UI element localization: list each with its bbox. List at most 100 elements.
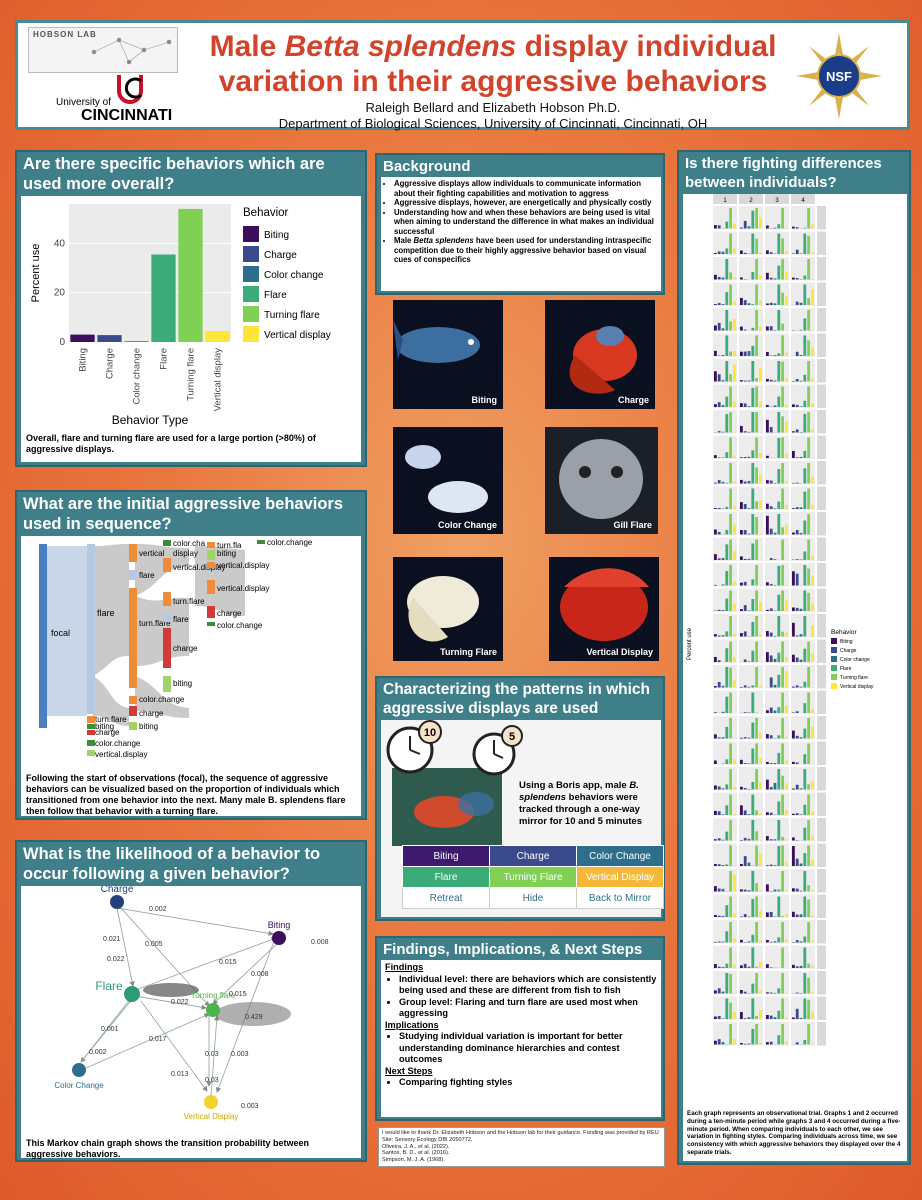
facet-bar — [777, 1010, 781, 1019]
facet-bar — [721, 610, 725, 611]
facet-bar — [777, 412, 781, 433]
panel1-caption: Overall, flare and turning flare are use… — [26, 433, 316, 454]
facet-bar — [759, 474, 762, 484]
facet-bar — [803, 233, 807, 254]
facet-cell — [739, 818, 763, 842]
x-tick-label: Vertical display — [213, 348, 224, 412]
facet-bar — [743, 504, 747, 509]
sankey-diagram: focal flare turn.flare biting charge col… — [39, 538, 313, 759]
facet-row-strip — [817, 639, 826, 663]
facet-cell — [739, 690, 763, 714]
facet-bar — [785, 736, 788, 739]
facet-bar — [751, 233, 755, 254]
background-bullet: Male Betta splendens have been used for … — [394, 236, 658, 265]
finding-item: Individual level: there are behaviors wh… — [399, 974, 657, 997]
panel1-title: Are there specific behaviors which are u… — [23, 155, 325, 193]
facet-bar — [747, 814, 751, 815]
facet-bar — [725, 973, 729, 994]
node-charge: Charge — [101, 886, 134, 895]
panel-background: Background Aggressive displays allow ind… — [375, 153, 665, 295]
facet-bar — [755, 412, 758, 433]
facet-bar — [769, 655, 773, 662]
facet-bar — [766, 865, 769, 866]
facet-bar — [785, 862, 788, 866]
facet-bar — [729, 1024, 732, 1045]
facet-bar — [747, 351, 751, 356]
facet-bar — [717, 322, 721, 331]
facet-bar — [740, 479, 743, 484]
facet-bar — [803, 335, 807, 356]
facet-bar — [807, 743, 810, 764]
facet-bar — [751, 412, 755, 433]
facet-bar — [751, 1028, 755, 1045]
facet-cell — [765, 971, 789, 995]
photo-label: Gill Flare — [613, 520, 652, 530]
facet-bar — [747, 1043, 751, 1045]
svg-text:0.022: 0.022 — [107, 956, 125, 963]
facet-bar — [755, 501, 758, 509]
facet-bar — [725, 805, 729, 815]
facet-bar — [781, 922, 784, 943]
facet-bar — [807, 412, 810, 433]
facet-bar — [721, 991, 725, 994]
facet-bar — [807, 259, 810, 280]
facet-bar — [714, 686, 717, 688]
facet-bar — [725, 667, 729, 688]
facet-bar — [743, 889, 747, 892]
facet-bar — [725, 726, 729, 739]
photo-turning-flare: Turning Flare — [393, 557, 503, 661]
facet-bar — [755, 590, 758, 611]
facet-bar — [807, 922, 810, 943]
facet-row-strip — [817, 614, 826, 638]
facet-bar — [795, 784, 799, 790]
facet-bar — [781, 527, 784, 535]
facet-bar — [743, 856, 747, 866]
facet-bar — [799, 302, 803, 305]
facet-bar — [777, 310, 781, 331]
panel4-title: Background — [383, 158, 471, 175]
svg-text:0.022: 0.022 — [171, 999, 189, 1006]
facet-bar — [777, 1035, 781, 1045]
facet-bar — [714, 964, 717, 968]
facet-bar — [725, 598, 729, 611]
facet-bar — [733, 401, 736, 407]
facet-bar — [811, 890, 814, 892]
sankey-flows — [45, 544, 245, 726]
facet-header — [765, 194, 789, 204]
facet-bar — [785, 992, 788, 994]
facet-bar — [729, 590, 732, 611]
facet-bar — [714, 634, 717, 637]
reference: Santos, B. D., et al. (2016). — [382, 1150, 450, 1157]
facet-bar — [785, 584, 788, 586]
facet-bar — [714, 1016, 717, 1019]
panel-behavior-use: Are there specific behaviors which are u… — [15, 150, 367, 467]
facet-bar — [766, 455, 769, 458]
facet-bar — [766, 303, 769, 305]
facet-bar — [721, 915, 725, 917]
facet-bar — [743, 252, 747, 254]
svg-text:biting: biting — [139, 722, 158, 731]
facet-bar — [773, 1017, 777, 1019]
facet-bar — [759, 758, 762, 764]
facet-bar — [714, 325, 717, 331]
poster-authors: Raleigh Bellard and Elizabeth Hobson Ph.… — [198, 100, 788, 132]
facet-bar — [777, 565, 781, 586]
table-cell: Hide — [489, 887, 577, 909]
facet-bar — [743, 914, 747, 917]
facet-bar — [807, 963, 810, 968]
facet-bar — [795, 404, 799, 407]
panel2-caption: Following the start of observations (foc… — [26, 773, 346, 816]
facet-bar — [807, 539, 810, 560]
facet-bar — [766, 761, 769, 764]
facet-row-strip — [817, 1022, 826, 1046]
facet-bar — [729, 692, 732, 713]
facet-bar — [777, 652, 781, 662]
facet-bar — [811, 556, 814, 560]
facet-bar — [773, 839, 777, 841]
facet-bar — [792, 788, 795, 790]
facet-bar — [803, 648, 807, 662]
finding-item: Group level: Flaring and turn flare are … — [399, 997, 657, 1020]
facet-bar — [747, 456, 751, 458]
facet-cell — [739, 665, 763, 689]
facet-row-strip — [817, 920, 826, 944]
